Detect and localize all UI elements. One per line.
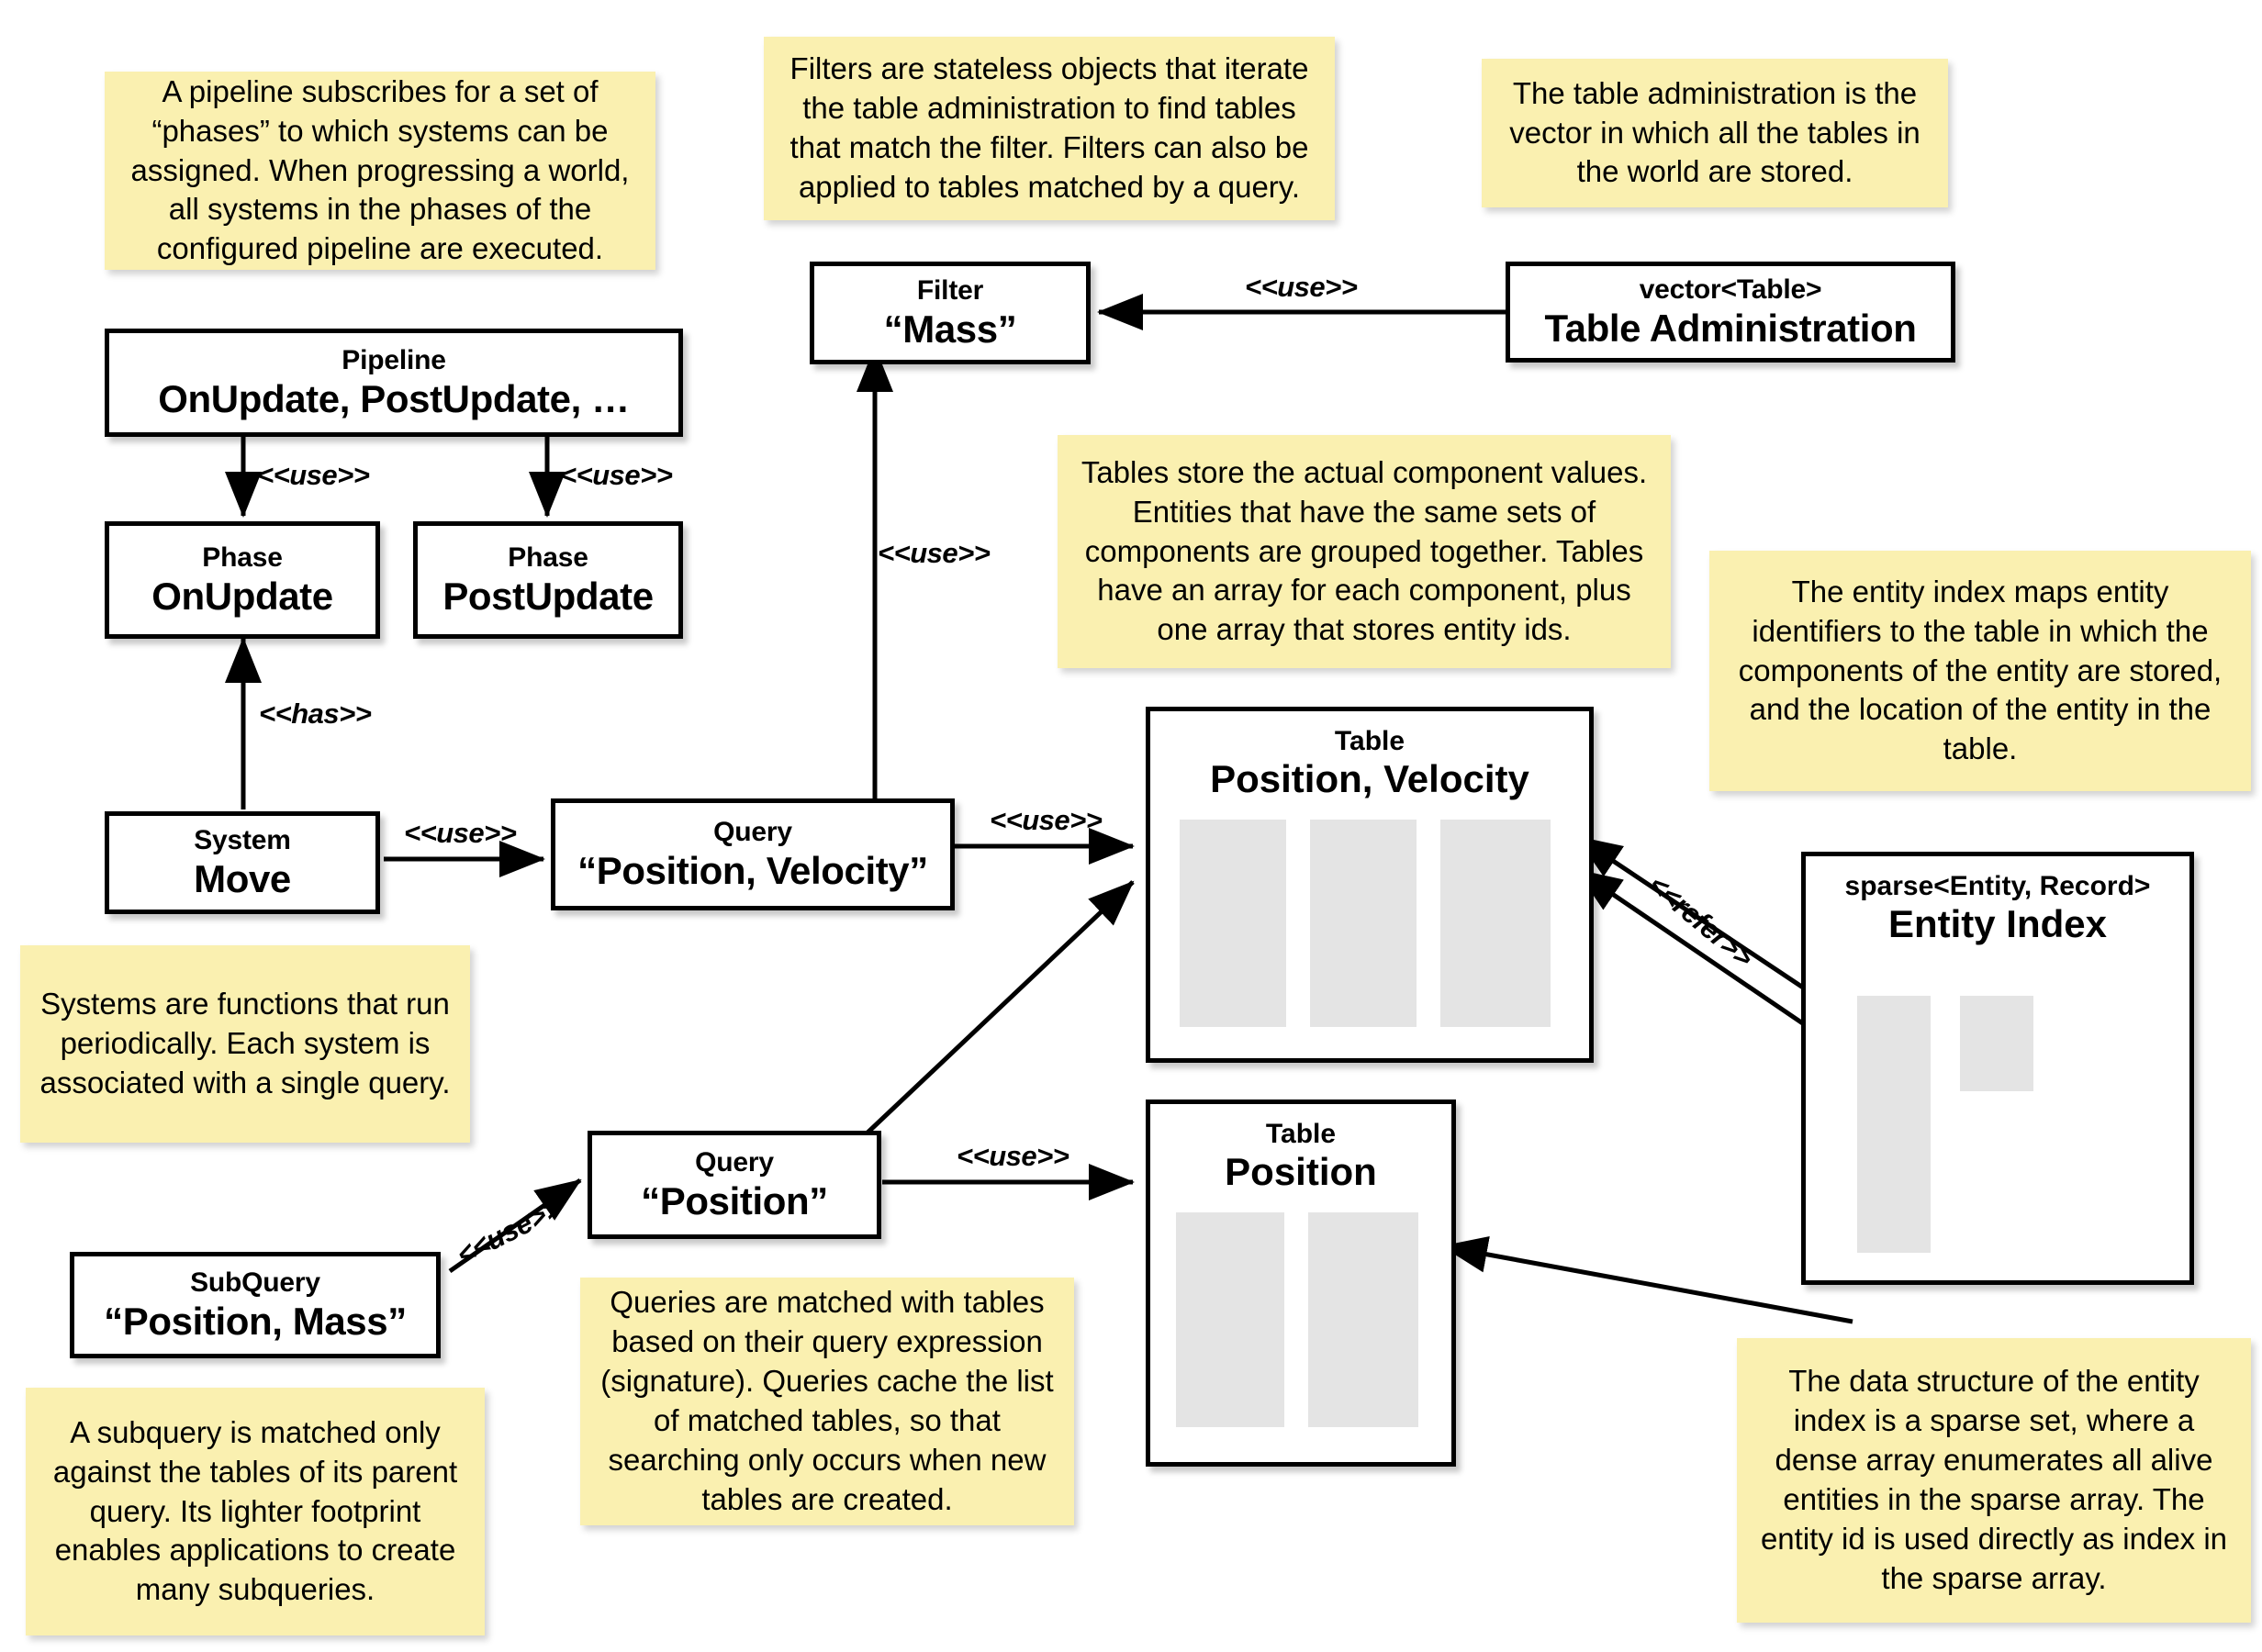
node-phase-postupdate[interactable]: Phase PostUpdate [413, 521, 683, 639]
edge-queryp-tablepv [864, 880, 1135, 1136]
note-systems: Systems are functions that run periodica… [20, 945, 470, 1143]
note-table-administration: The table administration is the vector i… [1482, 59, 1948, 207]
edge-index-tablep [1441, 1236, 1853, 1324]
note-queries: Queries are matched with tables based on… [580, 1278, 1074, 1525]
edge-label-subquery-uses-query: <<use>> [451, 1191, 566, 1272]
node-phase-onupdate-stereotype: Phase [202, 541, 283, 573]
dense-array-column [1857, 996, 1931, 1253]
node-table-administration-name: Table Administration [1544, 307, 1917, 351]
note-table-administration-text: The table administration is the vector i… [1509, 75, 1920, 189]
node-pipeline-stereotype: Pipeline [342, 344, 446, 375]
node-subquery-position-mass[interactable]: SubQuery “Position, Mass” [70, 1252, 441, 1358]
note-queries-text: Queries are matched with tables based on… [600, 1285, 1054, 1516]
edge-label-index-refers-table: <<refer>> [1642, 868, 1760, 974]
node-pipeline-name: OnUpdate, PostUpdate, … [158, 377, 630, 421]
edge-label-queryp-uses-table: <<use>> [957, 1140, 1069, 1172]
note-filter-text: Filters are stateless objects that itera… [789, 51, 1309, 204]
node-table-administration-stereotype: vector<Table> [1639, 273, 1822, 305]
note-entity-index-text: The entity index maps entity identifiers… [1738, 574, 2223, 766]
edge-label-querypv-uses-table: <<use>> [990, 804, 1103, 836]
note-sparse-set: The data structure of the entity index i… [1737, 1338, 2251, 1623]
node-system-move-name: Move [194, 857, 291, 901]
node-system-move[interactable]: System Move [105, 811, 380, 914]
node-query-position[interactable]: Query “Position” [588, 1131, 881, 1239]
edge-label-pipeline-postupdate: <<use>> [560, 459, 673, 491]
note-subquery-text: A subquery is matched only against the t… [52, 1414, 458, 1607]
note-tables-text: Tables store the actual component values… [1081, 454, 1648, 647]
note-tables: Tables store the actual component values… [1058, 435, 1671, 668]
note-entity-index: The entity index maps entity identifiers… [1709, 551, 2251, 791]
note-sparse-set-text: The data structure of the entity index i… [1760, 1364, 2228, 1595]
node-table-position-name: Position [1225, 1150, 1377, 1193]
node-system-move-stereotype: System [194, 824, 291, 855]
node-entity-index-stereotype: sparse<Entity, Record> [1844, 871, 2151, 901]
node-table-position-velocity-stereotype: Table [1334, 726, 1405, 756]
node-query-position-velocity-stereotype: Query [713, 816, 792, 847]
node-table-position-velocity[interactable]: Table Position, Velocity [1146, 707, 1594, 1063]
node-table-position-stereotype: Table [1265, 1119, 1337, 1149]
node-table-position[interactable]: Table Position [1146, 1099, 1456, 1467]
edge-label-query-uses-filter: <<use>> [878, 537, 991, 569]
node-phase-postupdate-name: PostUpdate [442, 575, 654, 619]
edge-label-admin-uses-filter: <<use>> [1245, 271, 1358, 303]
note-pipeline-text: A pipeline subscribes for a set of “phas… [130, 73, 630, 266]
note-systems-text: Systems are functions that run periodica… [39, 987, 451, 1099]
node-query-position-velocity[interactable]: Query “Position, Velocity” [551, 798, 955, 910]
node-table-position-header: Table Position [1150, 1104, 1451, 1194]
node-entity-index-name: Entity Index [1887, 902, 2108, 945]
table-column [1310, 820, 1417, 1027]
table-column [1440, 820, 1551, 1027]
node-phase-postupdate-stereotype: Phase [508, 541, 588, 573]
node-table-position-velocity-header: Table Position, Velocity [1150, 711, 1589, 801]
table-column [1180, 820, 1286, 1027]
edge-label-system-has-phase: <<has>> [259, 698, 372, 730]
table-column [1176, 1212, 1284, 1427]
node-phase-onupdate-name: OnUpdate [151, 575, 333, 619]
node-filter-mass-stereotype: Filter [916, 274, 984, 306]
node-table-administration[interactable]: vector<Table> Table Administration [1506, 262, 1955, 363]
sparse-array-column [1960, 996, 2033, 1091]
node-entity-index-header: sparse<Entity, Record> Entity Index [1806, 856, 2189, 946]
note-filter: Filters are stateless objects that itera… [764, 37, 1335, 220]
node-filter-mass[interactable]: Filter “Mass” [810, 262, 1091, 364]
node-pipeline[interactable]: Pipeline OnUpdate, PostUpdate, … [105, 329, 683, 437]
note-subquery: A subquery is matched only against the t… [26, 1388, 485, 1635]
edge-label-pipeline-onupdate: <<use>> [257, 459, 370, 491]
node-phase-onupdate[interactable]: Phase OnUpdate [105, 521, 380, 639]
node-entity-index[interactable]: sparse<Entity, Record> Entity Index [1801, 852, 2194, 1285]
node-subquery-position-mass-stereotype: SubQuery [190, 1267, 320, 1298]
node-filter-mass-name: “Mass” [883, 307, 1017, 352]
node-query-position-name: “Position” [641, 1179, 828, 1223]
node-query-position-stereotype: Query [695, 1146, 774, 1178]
node-table-position-velocity-name: Position, Velocity [1210, 757, 1529, 800]
edge-label-system-uses-query: <<use>> [404, 817, 517, 849]
table-column [1308, 1212, 1418, 1427]
note-pipeline: A pipeline subscribes for a set of “phas… [105, 72, 655, 270]
node-subquery-position-mass-name: “Position, Mass” [104, 1300, 407, 1344]
node-query-position-velocity-name: “Position, Velocity” [577, 849, 928, 893]
